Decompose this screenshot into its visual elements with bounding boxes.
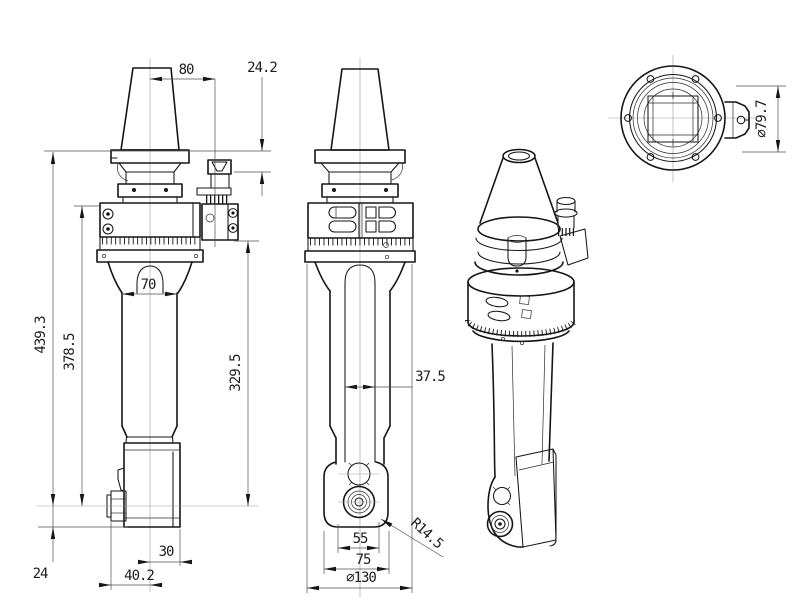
head-cylinder-top <box>467 267 575 297</box>
clamp-screw <box>492 486 512 506</box>
head-block <box>96 202 204 263</box>
dim-70: 70 <box>122 277 177 297</box>
slot <box>487 310 511 322</box>
shaft <box>121 292 178 444</box>
slot <box>365 220 377 233</box>
dim-label-329-5: 329.5 <box>228 354 244 392</box>
dim-label-55: 55 <box>353 531 368 547</box>
side-tab <box>724 101 750 139</box>
front-view: 80 24.2 439.3 378.5 <box>33 58 278 592</box>
dim-label-130: ⌀130 <box>346 570 376 586</box>
dim-label-378-5: 378.5 <box>62 333 78 371</box>
isometric-view <box>465 148 589 548</box>
bolt-holes <box>624 75 722 161</box>
stop-block <box>201 203 239 241</box>
dim-label-439-3: 439.3 <box>33 316 49 354</box>
flare-left <box>107 261 123 294</box>
side-attachment-iso <box>554 196 589 266</box>
dim-130: ⌀130 <box>306 264 413 593</box>
shaft-left <box>491 343 496 478</box>
base-rim <box>304 250 416 263</box>
dim-r14-5: R14.5 <box>380 515 446 558</box>
dim-label-75: 75 <box>356 552 371 568</box>
dim-24: 24 <box>33 505 258 582</box>
graduation-ring <box>465 319 577 337</box>
dim-439-3: 439.3 <box>33 152 56 506</box>
dim-label-40-2: 40.2 <box>124 568 154 584</box>
dim-55: 55 <box>337 522 380 553</box>
boring-head-end <box>323 461 389 528</box>
dim-329-5: 329.5 <box>228 240 259 506</box>
dim-label-24-2: 24.2 <box>247 60 277 76</box>
dim-24-2: 24.2 <box>44 60 278 196</box>
flare-right <box>389 261 406 292</box>
flange-outline <box>620 65 726 171</box>
dim-label-30: 30 <box>159 544 174 560</box>
base-rim <box>96 249 204 263</box>
dim-75: 75 <box>323 531 390 574</box>
flare-left <box>314 261 331 292</box>
dim-label-24: 24 <box>33 566 48 582</box>
slot <box>328 220 357 233</box>
pull-stud-bore <box>507 237 527 267</box>
dim-label-80: 80 <box>179 62 194 78</box>
dim-79-7: ⌀79.7 <box>736 85 786 153</box>
dim-label-70: 70 <box>141 277 156 293</box>
shaft-right <box>548 342 554 462</box>
center-key-slot <box>643 88 703 148</box>
cone-opening <box>502 148 536 164</box>
head-block <box>304 202 416 263</box>
dim-label-79-7: ⌀79.7 <box>754 100 770 138</box>
shaft <box>329 290 391 465</box>
inner-dome <box>136 265 164 294</box>
flare-right <box>177 261 193 294</box>
dim-label-37-5: 37.5 <box>415 369 445 385</box>
boring-head <box>106 442 181 528</box>
dim-40-2: 40.2 <box>99 522 162 590</box>
side-view: 37.5 55 75 ⌀130 <box>304 58 446 597</box>
boring-head-iso <box>486 448 557 548</box>
socket-screw <box>102 223 114 235</box>
slot <box>365 206 377 219</box>
inner-dome <box>344 264 376 292</box>
dim-378-5: 378.5 <box>62 205 99 506</box>
dim-37-5: 37.5 <box>345 369 446 390</box>
dim-80: 80 <box>150 62 216 247</box>
end-view: ⌀79.7 <box>608 55 786 182</box>
slot <box>485 296 509 308</box>
flange-top <box>477 216 561 242</box>
insert-screw <box>486 510 514 538</box>
dim-30: 30 <box>138 529 192 566</box>
slot <box>328 206 357 219</box>
side-attachment <box>196 159 239 241</box>
socket-screw <box>102 208 114 220</box>
v-flange <box>314 149 406 204</box>
